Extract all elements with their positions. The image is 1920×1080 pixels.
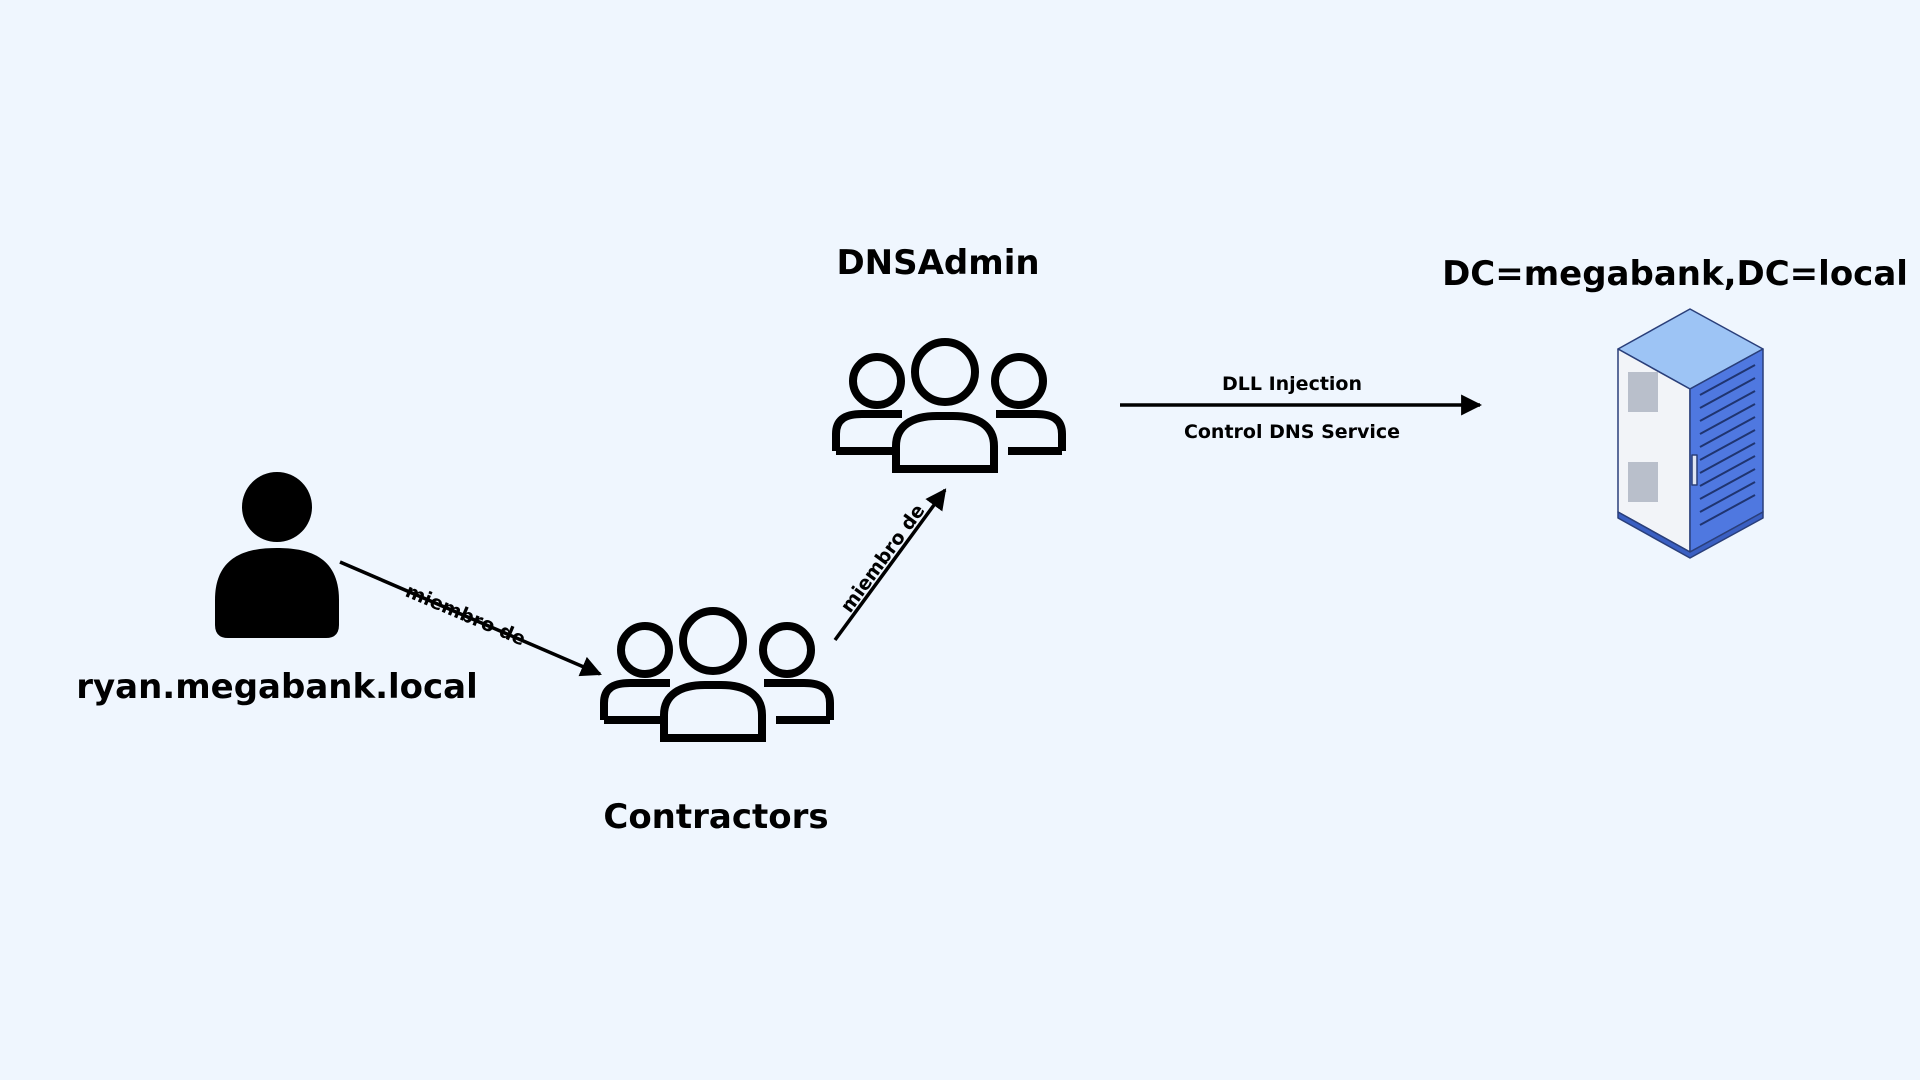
user-node-label: ryan.megabank.local [76,667,478,707]
edge-dnsadmin-to-domain-label-top: DLL Injection [1221,373,1363,395]
edge-contractors-to-dnsadmin [833,488,947,642]
edge-user-to-contractors [339,560,602,677]
contractors-node-label: Contractors [603,797,829,837]
server-rack-icon [1617,308,1764,559]
contractors-group-icon [600,607,834,742]
user-icon [215,472,339,638]
edge-dnsadmin-to-domain-label-bottom: Control DNS Service [1183,421,1401,443]
dnsadmin-group-icon [832,338,1066,473]
dnsadmin-node-label: DNSAdmin [836,243,1040,283]
domain-node-label: DC=megabank,DC=local [1442,254,1908,294]
